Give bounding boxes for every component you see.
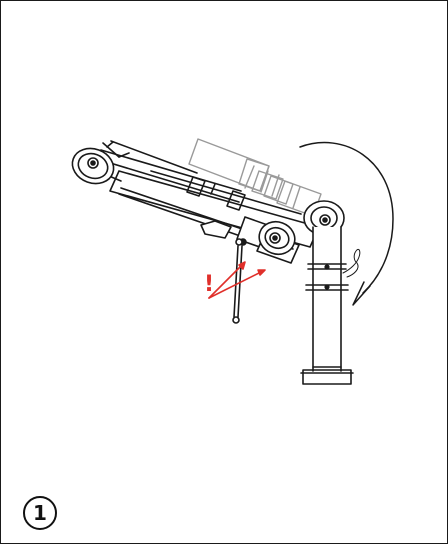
cable-icon	[342, 248, 361, 278]
hanging-rod	[232, 238, 243, 324]
warning-exclamation-icon: !	[204, 272, 214, 297]
middle-joint-wheel	[239, 220, 296, 256]
rotation-arrow-icon	[299, 141, 394, 306]
warning-pointer-lines	[208, 261, 266, 299]
step-number-badge: 1	[23, 496, 57, 530]
left-pulley-wheel	[71, 141, 130, 185]
vertical-hood-tube	[300, 226, 354, 385]
step-number: 1	[33, 501, 47, 525]
